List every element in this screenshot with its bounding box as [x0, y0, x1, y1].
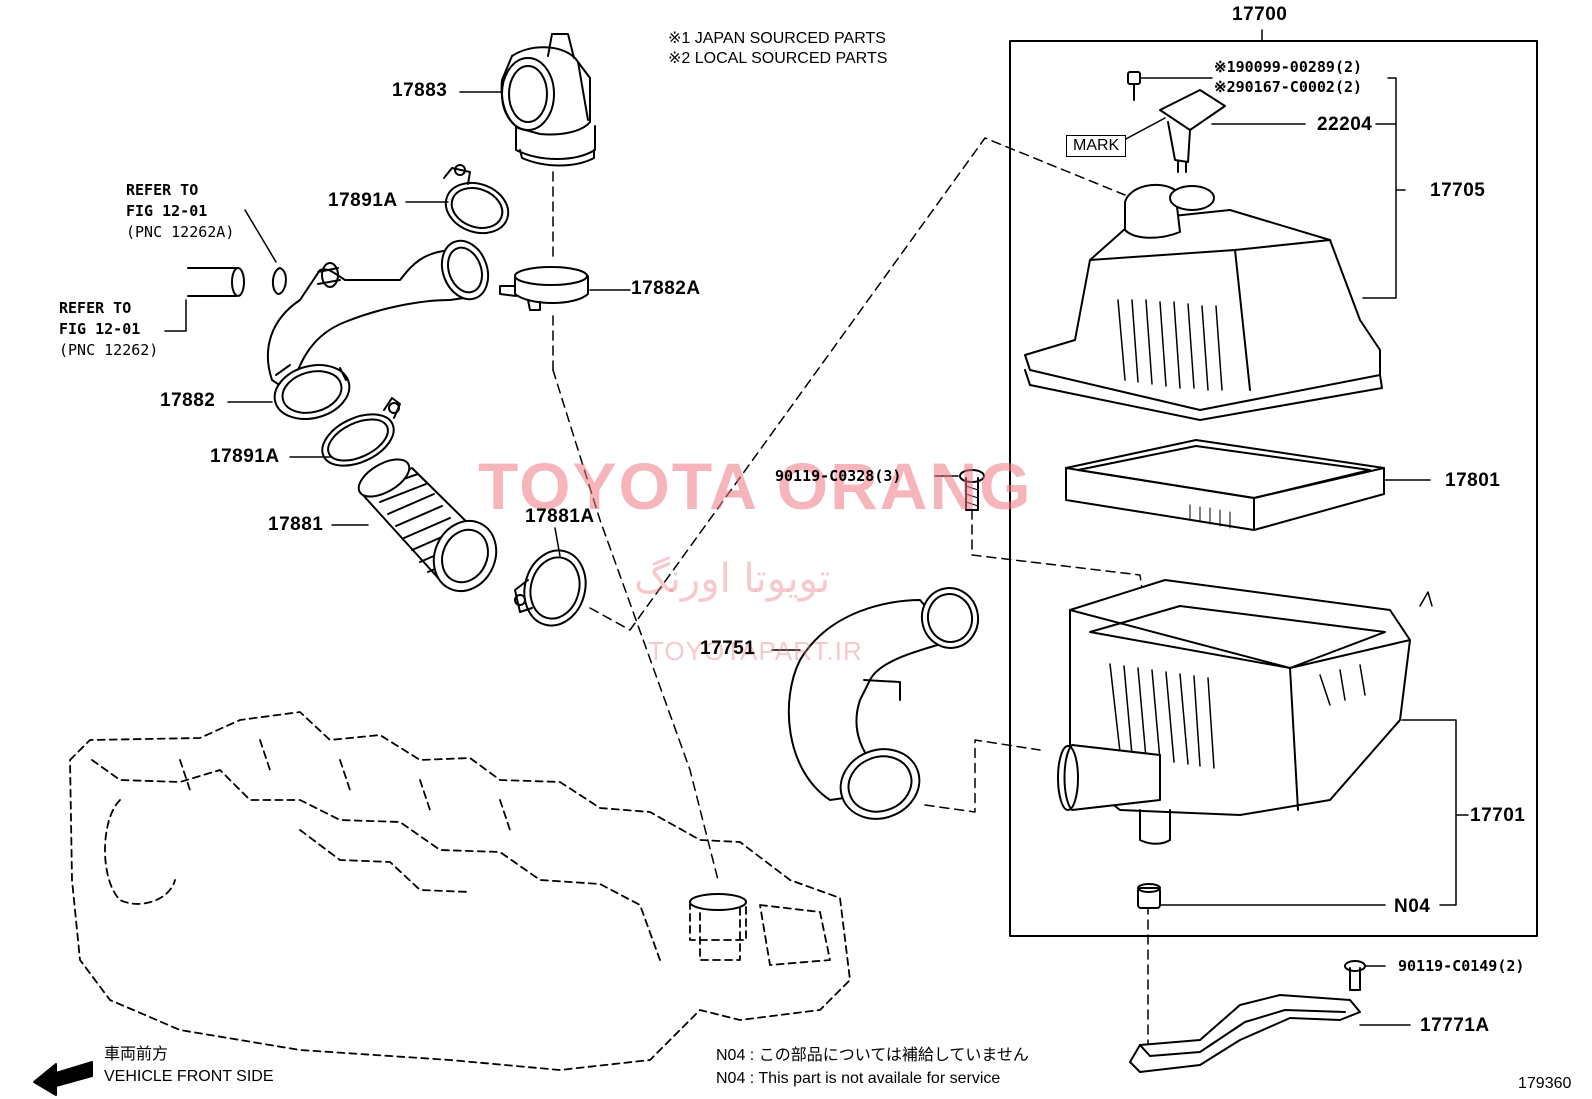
n04-note-en: N04 : This part is not availale for serv…: [716, 1070, 1001, 1087]
label-17751: 17751: [700, 638, 756, 659]
label-17881A: 17881A: [525, 506, 595, 527]
throttle-body-inlet: [689, 893, 747, 941]
engine-block-outline: [69, 711, 851, 1071]
part-17882-intake-hose: [266, 239, 490, 420]
part-17751-inlet-duct: [771, 587, 980, 820]
watermark-farsi: تویوتا اورنگ: [634, 556, 831, 602]
label-22204: 22204: [1317, 114, 1373, 135]
label-N04: N04: [1394, 896, 1431, 917]
part-17705-cleaner-cap: [1024, 183, 1383, 421]
assembly-frame-17700: [1009, 40, 1538, 937]
label-17891A-top: 17891A: [328, 190, 398, 211]
part-17771A-bracket: [1129, 994, 1411, 1073]
ref2-line1: REFER TO: [59, 299, 132, 317]
part-17701-cleaner-case: [1057, 579, 1469, 906]
part-17881A-clamp: [514, 549, 587, 627]
label-17882A: 17882A: [631, 278, 701, 299]
part-17891A-clamp-bottom: [321, 397, 401, 467]
label-17701: 17701: [1470, 805, 1526, 826]
label-bolt-90119-C0328: 90119-C0328(3): [775, 467, 902, 485]
label-17881: 17881: [268, 514, 324, 535]
ref1-line3: (PNC 12262A): [126, 223, 235, 241]
part-17891A-clamp-top: [443, 164, 510, 235]
ref2-line2: FIG 12-01: [59, 320, 141, 338]
vehicle-front-jp: 車両前方: [104, 1046, 169, 1063]
label-bolt-190099: ※190099-00289(2): [1214, 58, 1363, 76]
label-17891A-bottom: 17891A: [210, 446, 280, 467]
label-bolt-290167: ※290167-C0002(2): [1214, 78, 1363, 96]
refer-to-block-2: REFER TO FIG 12-01 (PNC 12262): [59, 298, 158, 361]
label-17771A: 17771A: [1420, 1015, 1490, 1036]
part-17882A-clamp: [499, 266, 589, 311]
label-bolt-90119-C0149: 90119-C0149(2): [1398, 957, 1525, 975]
ref1-line2: FIG 12-01: [126, 202, 208, 220]
n04-note-jp: N04 : この部品については補給していません: [716, 1047, 1029, 1064]
ref2-line3: (PNC 12262): [59, 341, 159, 359]
part-17801-filter: [1065, 439, 1431, 531]
part-bolt-90119-C0328: [934, 469, 985, 511]
label-17801: 17801: [1445, 470, 1501, 491]
watermark-site: TOYOTAPART.IR: [648, 636, 863, 666]
part-22204-airflow-sensor: [1123, 71, 1306, 173]
part-bolt-90119-C0149: [1344, 960, 1386, 991]
note-local-sourced: ※2 LOCAL SOURCED PARTS: [668, 50, 888, 67]
ref-fittings: [164, 209, 287, 332]
vehicle-front-arrow-icon: [33, 1061, 93, 1096]
refer-to-block-1: REFER TO FIG 12-01 (PNC 12262A): [126, 180, 234, 243]
mark-label-box: MARK: [1066, 135, 1127, 157]
part-17883-adapter: [500, 33, 596, 167]
label-17700: 17700: [1232, 4, 1288, 25]
part-N04-grommet: [1137, 883, 1386, 909]
note-japan-sourced: ※1 JAPAN SOURCED PARTS: [668, 30, 886, 47]
leader-lines: [227, 91, 631, 557]
callout-17705-bracket: [1362, 77, 1406, 299]
figure-id: 179360: [1518, 1075, 1572, 1092]
ref1-line1: REFER TO: [126, 181, 199, 199]
watermark-brand: TOYOTA ORANG: [478, 449, 1033, 523]
vehicle-front-en: VEHICLE FRONT SIDE: [104, 1068, 274, 1085]
label-17882: 17882: [160, 390, 216, 411]
label-17705: 17705: [1430, 180, 1486, 201]
label-17883: 17883: [392, 80, 448, 101]
part-17881-bellows-hose: [357, 458, 498, 593]
